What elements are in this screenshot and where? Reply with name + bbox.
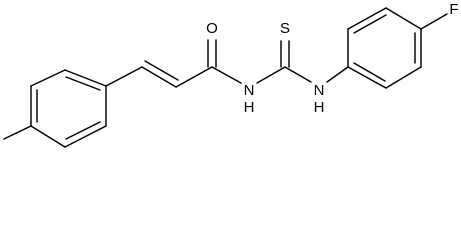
methyl-bond	[3, 125, 32, 140]
fluorophenyl-ring-bond	[347, 66, 387, 89]
amine-nitrogen-label: N	[314, 82, 325, 99]
thiocarbonyl-to-amine-bond	[284, 66, 312, 83]
chemical-structure-diagram: O S F N H N H	[3, 1, 459, 148]
imide-hydrogen-label: H	[244, 99, 255, 116]
sulfur-label: S	[280, 20, 290, 37]
vinyl-double-bond-inner	[144, 60, 179, 81]
fluorophenyl-inner-double-bond	[353, 62, 386, 82]
vinyl-to-carbonyl-bond	[175, 66, 213, 88]
tolyl-ring-bond	[30, 69, 66, 87]
tolyl-ring-bond	[30, 125, 66, 148]
ring-to-vinyl-bond	[105, 66, 143, 87]
tolyl-inner-double-bond	[65, 121, 101, 140]
structure-canvas: O S F N H N H	[3, 0, 459, 148]
fluorophenyl-ring-bond	[385, 7, 422, 30]
carbonyl-to-imide-bond	[211, 66, 242, 84]
tolyl-ring	[30, 69, 107, 148]
tolyl-ring-bond	[64, 125, 107, 148]
fluorophenyl-ring-bond	[385, 66, 422, 89]
fluorophenyl-ring	[347, 7, 422, 89]
oxygen-label: O	[206, 20, 218, 37]
tolyl-ring-bond	[64, 69, 107, 87]
vinyl-double-bond-outer	[141, 66, 177, 88]
fluorine-bond	[420, 13, 448, 30]
fluorophenyl-inner-double-bond	[353, 14, 387, 34]
fluorine-label: F	[449, 1, 458, 18]
tolyl-inner-double-bond	[65, 76, 101, 91]
imide-to-thiocarbonyl-bond	[256, 66, 286, 84]
amine-to-aryl-bond	[326, 66, 349, 83]
fluorophenyl-ring-bond	[347, 7, 387, 30]
amine-hydrogen-label: H	[314, 99, 325, 116]
imide-nitrogen-label: N	[244, 82, 255, 99]
